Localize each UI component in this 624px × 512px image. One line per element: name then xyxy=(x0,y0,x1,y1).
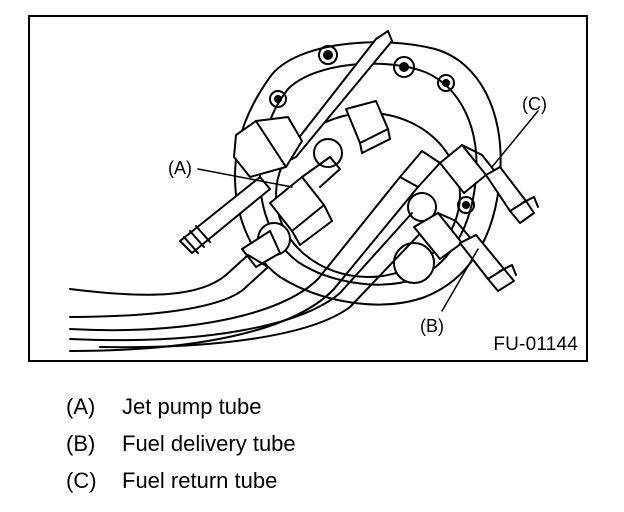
legend-key: (C) xyxy=(66,468,97,493)
legend-text: Jet pump tube xyxy=(122,394,262,419)
fuel-pump-diagram: (A) (B) (C) FU-01144 xyxy=(28,15,588,362)
callout-b: (B) xyxy=(420,316,444,336)
return-tube-fitting xyxy=(439,144,539,224)
leader-lines xyxy=(197,110,539,312)
connector-block xyxy=(345,100,391,154)
fuel-lines xyxy=(69,150,441,352)
legend-text: Fuel delivery tube xyxy=(122,431,296,456)
legend-item-b: (B) Fuel delivery tube xyxy=(66,425,296,462)
legend-text: Fuel return tube xyxy=(122,468,278,493)
figure-code: FU-01144 xyxy=(493,334,578,355)
legend-item-a: (A) Jet pump tube xyxy=(66,388,296,425)
legend-list: (A) Jet pump tube (B) Fuel delivery tube (… xyxy=(66,388,296,499)
fuel-pump-illustration xyxy=(69,30,539,352)
bracket-arm xyxy=(233,30,393,178)
flange-bolts xyxy=(269,45,475,214)
callout-c: (C) xyxy=(522,94,547,114)
legend-key: (A) xyxy=(66,394,96,419)
legend-item-c: (C) Fuel return tube xyxy=(66,462,296,499)
callout-a: (A) xyxy=(168,158,192,178)
delivery-tube-fitting xyxy=(413,212,517,292)
legend-key: (B) xyxy=(66,431,96,456)
